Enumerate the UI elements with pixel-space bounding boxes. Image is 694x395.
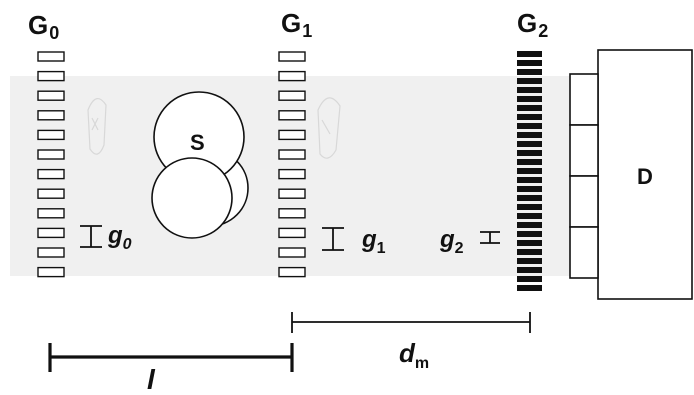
- grating-g1-bar: [278, 70, 306, 82]
- grating-label-g2: G2: [517, 10, 548, 40]
- distance-dm-label-letter: d: [399, 338, 415, 368]
- grating-g2-bar: [517, 258, 542, 264]
- grating-label-g0-sub: 0: [49, 23, 60, 43]
- grating-g2-bar: [517, 231, 542, 237]
- grating-g1-bar: [278, 110, 306, 121]
- grating-g1-bar: [278, 129, 306, 141]
- grating-label-g1-letter: G: [281, 8, 302, 38]
- grating-g0-bar: [37, 227, 65, 239]
- source: [151, 91, 249, 239]
- grating-label-g2-letter: G: [517, 8, 538, 38]
- distance-dm-label-sub: m: [414, 355, 430, 372]
- grating-g0-bar: [37, 188, 65, 199]
- grating-g2-bar: [517, 204, 542, 210]
- detector-body: [597, 49, 693, 300]
- grating-g1-bar: [278, 266, 306, 278]
- grating-g2-bar: [517, 150, 542, 156]
- grating-g2-bar: [517, 78, 542, 84]
- grating-g0-bar: [37, 110, 65, 121]
- grating-g2-bar: [517, 168, 542, 174]
- period-label-g1: g1: [362, 228, 386, 257]
- grating-g0-bar: [37, 149, 65, 160]
- distance-dm-bracket: [291, 312, 531, 333]
- grating-g1-bar: [278, 247, 306, 258]
- grating-g1-bar: [278, 51, 306, 62]
- period-marker-g1: [322, 227, 344, 251]
- period-label-g2-letter: g: [440, 226, 455, 253]
- grating-label-g0: G0: [28, 12, 59, 42]
- grating-g2-bar: [517, 276, 542, 282]
- period-marker-g0: [80, 225, 102, 248]
- period-label-g1-sub: 1: [376, 240, 386, 257]
- grating-g0-bar: [37, 168, 65, 180]
- period-label-g1-letter: g: [362, 226, 377, 253]
- grating-g2: [517, 51, 542, 291]
- distance-l-label: l: [147, 364, 155, 395]
- detector-pixel: [569, 175, 599, 228]
- grating-g1-bar: [278, 188, 306, 199]
- grating-g2-bar: [517, 213, 542, 219]
- grating-g1-bar: [278, 208, 306, 219]
- grating-label-g2-sub: 2: [538, 21, 549, 41]
- source-label: S: [190, 130, 205, 155]
- period-label-g0-letter: g: [108, 222, 123, 249]
- grating-g2-bar: [517, 87, 542, 93]
- grating-g2-bar: [517, 141, 542, 147]
- grating-g1-bar: [278, 227, 306, 239]
- grating-g2-bar: [517, 222, 542, 228]
- detector: [569, 49, 693, 300]
- grating-g1-bar: [278, 149, 306, 160]
- period-label-g0-sub: 0: [122, 236, 132, 253]
- grating-g0-bar: [37, 266, 65, 278]
- grating-g2-bar: [517, 132, 542, 138]
- grating-g0-bar: [37, 51, 65, 62]
- detector-pixel: [569, 124, 599, 177]
- grating-g2-bar: [517, 285, 542, 291]
- grating-g0-bar: [37, 208, 65, 219]
- grating-g2-bar: [517, 123, 542, 129]
- grating-g0: [37, 51, 65, 278]
- grating-g2-bar: [517, 60, 542, 66]
- grating-g2-bar: [517, 159, 542, 165]
- grating-g2-bar: [517, 249, 542, 255]
- grating-g2-bar: [517, 186, 542, 192]
- detector-label: D: [637, 164, 653, 189]
- grating-g2-bar: [517, 177, 542, 183]
- source-circle-front: [151, 157, 233, 239]
- grating-label-g1-sub: 1: [302, 21, 313, 41]
- grating-g2-bar: [517, 96, 542, 102]
- grating-g0-bar: [37, 129, 65, 141]
- grating-label-g0-letter: G: [28, 10, 49, 40]
- grating-g2-bar: [517, 114, 542, 120]
- grating-g2-bar: [517, 51, 542, 57]
- grating-g0-bar: [37, 70, 65, 82]
- grating-g1-bar: [278, 90, 306, 101]
- faint-artifacts: [87, 97, 341, 159]
- grating-g0-bar: [37, 90, 65, 101]
- period-marker-g2: [480, 231, 500, 244]
- detector-pixel: [569, 73, 599, 126]
- grating-g1: [278, 51, 306, 278]
- distance-dm-label: dm: [399, 340, 429, 372]
- distance-l-bracket: [48, 343, 294, 372]
- grating-g2-bar: [517, 240, 542, 246]
- grating-label-g1: G1: [281, 10, 312, 40]
- period-label-g0: g0: [108, 224, 132, 253]
- grating-g2-bar: [517, 69, 542, 75]
- grating-g0-bar: [37, 247, 65, 258]
- detector-pixel: [569, 226, 599, 279]
- period-label-g2-sub: 2: [454, 240, 464, 257]
- grating-g2-bar: [517, 105, 542, 111]
- grating-g1-bar: [278, 168, 306, 180]
- grating-g2-bar: [517, 267, 542, 273]
- period-label-g2: g2: [440, 228, 464, 257]
- grating-g2-bar: [517, 195, 542, 201]
